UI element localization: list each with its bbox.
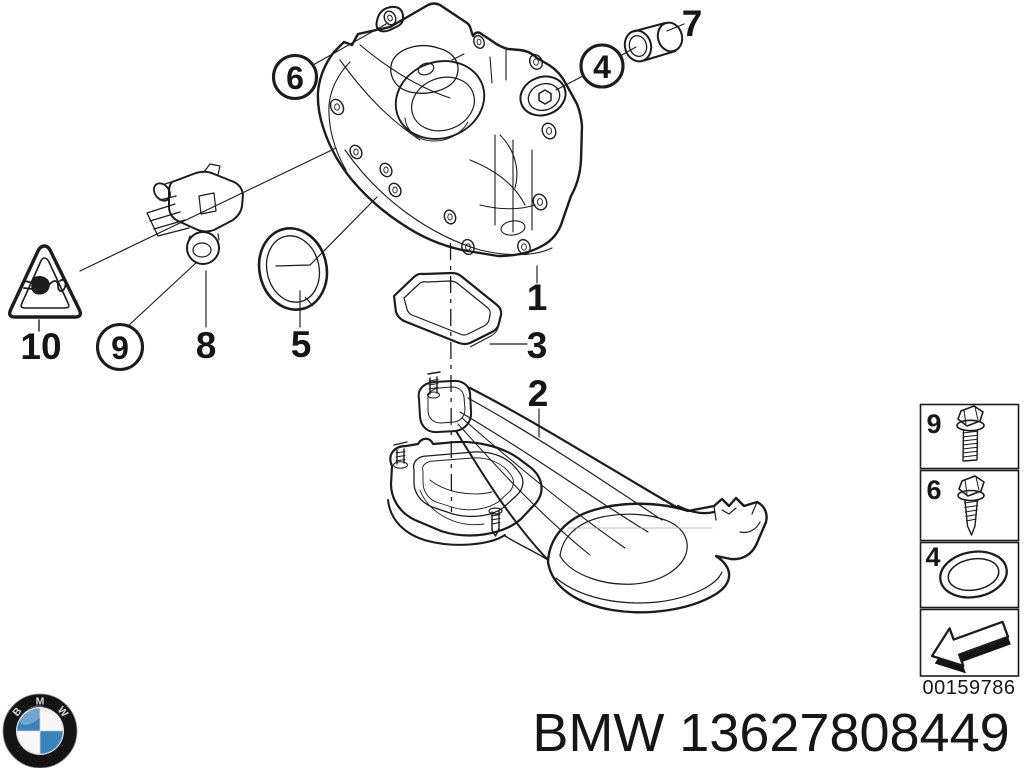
flange-head-bolt-icon (956, 405, 985, 462)
logo-quadrant-bottom-right (39, 730, 64, 755)
leader-line-10 (79, 147, 337, 272)
plug-glyph (23, 276, 67, 295)
assembly-axis-line (449, 242, 453, 513)
callout-label-1[interactable]: 1 (527, 277, 548, 318)
logo-quadrant-bottom-left (16, 730, 41, 755)
callout-labels: 1 2 3 5 7 8 10 (20, 3, 702, 414)
oil-pickup-pipe-part-2 (387, 371, 768, 614)
svg-text:4: 4 (593, 49, 611, 85)
gasket-part-3 (392, 271, 503, 348)
plug-boss (519, 75, 567, 117)
electrical-connector-warning-triangle-icon (7, 244, 83, 332)
callout-circle-4[interactable]: 4 (579, 43, 625, 89)
svg-text:9: 9 (111, 330, 129, 366)
part-number-title: BMW 13627808449 (532, 703, 1009, 763)
callout-circles: 6 4 9 (95, 43, 625, 372)
direction-arrow-icon (930, 620, 1011, 674)
top-left-ear (375, 5, 405, 33)
footer: B M W BMW 13627808449 (2, 693, 1010, 768)
o-ring-icon (939, 550, 1008, 599)
bmw-roundel-logo: B M W (2, 693, 78, 768)
shaft-seal-part-5 (257, 227, 329, 311)
info-box-cell-6 (919, 469, 1020, 542)
info-box-label-4: 4 (925, 542, 940, 572)
logo-quadrant-top-right (39, 707, 64, 732)
leader-line-9 (127, 261, 198, 327)
callout-circle-9[interactable]: 9 (95, 322, 145, 372)
svg-text:M: M (36, 696, 45, 708)
oil-pump-housing-part-1 (316, 2, 584, 258)
info-box-cell-4 (919, 541, 1020, 609)
image-number: 00159786 (923, 677, 1016, 699)
info-box-cell-9 (919, 403, 1020, 470)
callout-circle-6[interactable]: 6 (271, 53, 319, 101)
self-tapping-screw-icon (957, 475, 985, 536)
callout-label-5[interactable]: 5 (291, 324, 312, 365)
leader-line-4-to-cap (619, 46, 637, 57)
leader-line-4-to-boss (555, 75, 584, 91)
leader-line-5-diagonal (275, 196, 378, 267)
fastener-info-box: 9 6 4 00159786 (919, 403, 1020, 699)
callout-label-3[interactable]: 3 (527, 325, 548, 366)
callout-label-7[interactable]: 7 (682, 3, 703, 44)
callout-label-10[interactable]: 10 (20, 326, 61, 367)
info-box-label-6: 6 (926, 475, 941, 505)
callout-label-8[interactable]: 8 (196, 325, 217, 366)
sensor-part-8 (146, 163, 244, 265)
logo-quadrant-top-left (16, 707, 41, 732)
callout-label-2[interactable]: 2 (528, 373, 549, 414)
svg-text:6: 6 (286, 60, 304, 96)
rotor-bore (394, 60, 486, 140)
cap-part-7 (623, 21, 684, 63)
info-box-label-9: 9 (926, 409, 941, 439)
leader-line-7 (666, 23, 685, 32)
info-box-cell-arrow (919, 608, 1020, 677)
